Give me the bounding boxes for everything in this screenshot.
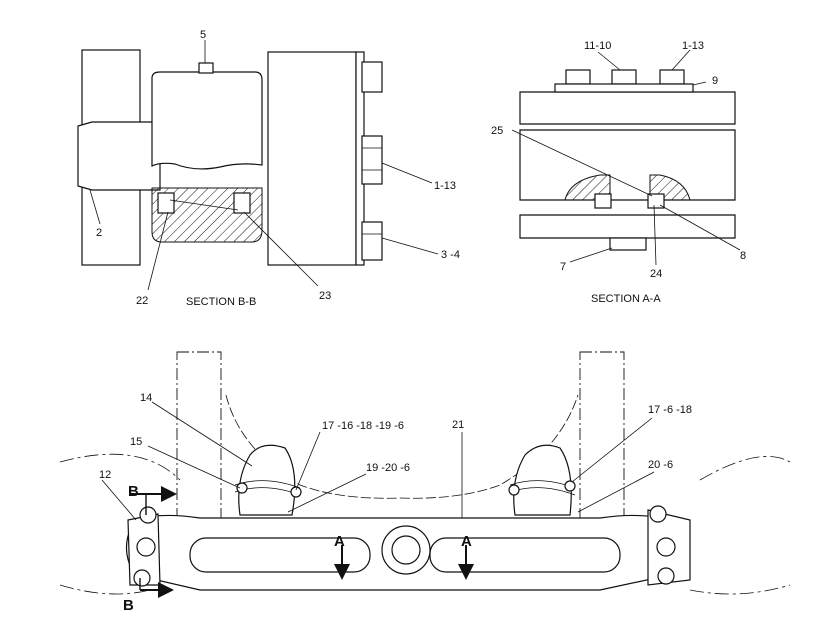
callout-20-6: 20 -6 — [648, 459, 673, 471]
left-pad-assembly — [238, 444, 296, 516]
pin-upper-left — [139, 506, 157, 524]
bolt-5 — [198, 62, 214, 74]
callout-23: 23 — [319, 290, 331, 302]
bolt-heads-top — [554, 69, 694, 93]
right-post — [579, 351, 625, 533]
pin-lower-left — [133, 569, 151, 587]
callout-9: 9 — [712, 75, 718, 87]
callout-17-16-18-19-6: 17 -16 -18 -19 -6 — [322, 420, 404, 432]
callout-19-20-6: 19 -20 -6 — [366, 462, 410, 474]
callout-14: 14 — [140, 392, 152, 404]
bolt-group-right — [361, 61, 383, 261]
callout-8: 8 — [740, 250, 746, 262]
pivot-shaft — [77, 121, 161, 191]
callout-22: 22 — [136, 295, 148, 307]
pin-7 — [609, 237, 647, 251]
callout-12: 12 — [99, 469, 111, 481]
section-bb-view: 5 1-13 3 -4 2 22 23 SECTION B-B — [77, 29, 460, 308]
callout-11-10: 11-10 — [584, 40, 611, 52]
callout-1-13-aa: 1-13 — [682, 40, 704, 52]
section-mark-b-bottom: B — [123, 597, 134, 614]
slot-left — [189, 537, 371, 573]
callout-2: 2 — [96, 227, 102, 239]
callout-25: 25 — [491, 125, 503, 137]
seal-22 — [157, 192, 175, 214]
right-frame-plate — [267, 51, 357, 266]
callout-7: 7 — [560, 261, 566, 273]
upper-beam — [519, 91, 736, 125]
pin-upper-right — [649, 505, 667, 523]
upper-block — [151, 71, 263, 170]
main-assembly-view: 14 15 12 17 -16 -18 -19 -6 19 -20 -6 21 … — [59, 351, 791, 614]
callout-5: 5 — [200, 29, 206, 41]
section-aa-title: SECTION A-A — [591, 293, 661, 305]
callout-1-13-bb: 1-13 — [434, 180, 456, 192]
right-pad-assembly — [513, 444, 572, 516]
section-bb-title: SECTION B-B — [186, 296, 256, 308]
callout-24: 24 — [650, 268, 662, 280]
section-mark-b-top: B — [128, 483, 139, 500]
callout-21: 21 — [452, 419, 464, 431]
pin-lower-right — [657, 567, 675, 585]
section-mark-a-right: A — [461, 533, 472, 550]
middle-body — [519, 129, 736, 201]
seal-23 — [233, 192, 251, 214]
section-aa-view: 11-10 1-13 9 25 7 24 8 SECTION A-A — [491, 40, 746, 305]
callout-17-6-18: 17 -6 -18 — [648, 404, 692, 416]
callout-15: 15 — [130, 436, 142, 448]
lower-plate — [519, 214, 736, 239]
section-mark-a-left: A — [334, 533, 345, 550]
callout-3-4: 3 -4 — [441, 249, 460, 261]
